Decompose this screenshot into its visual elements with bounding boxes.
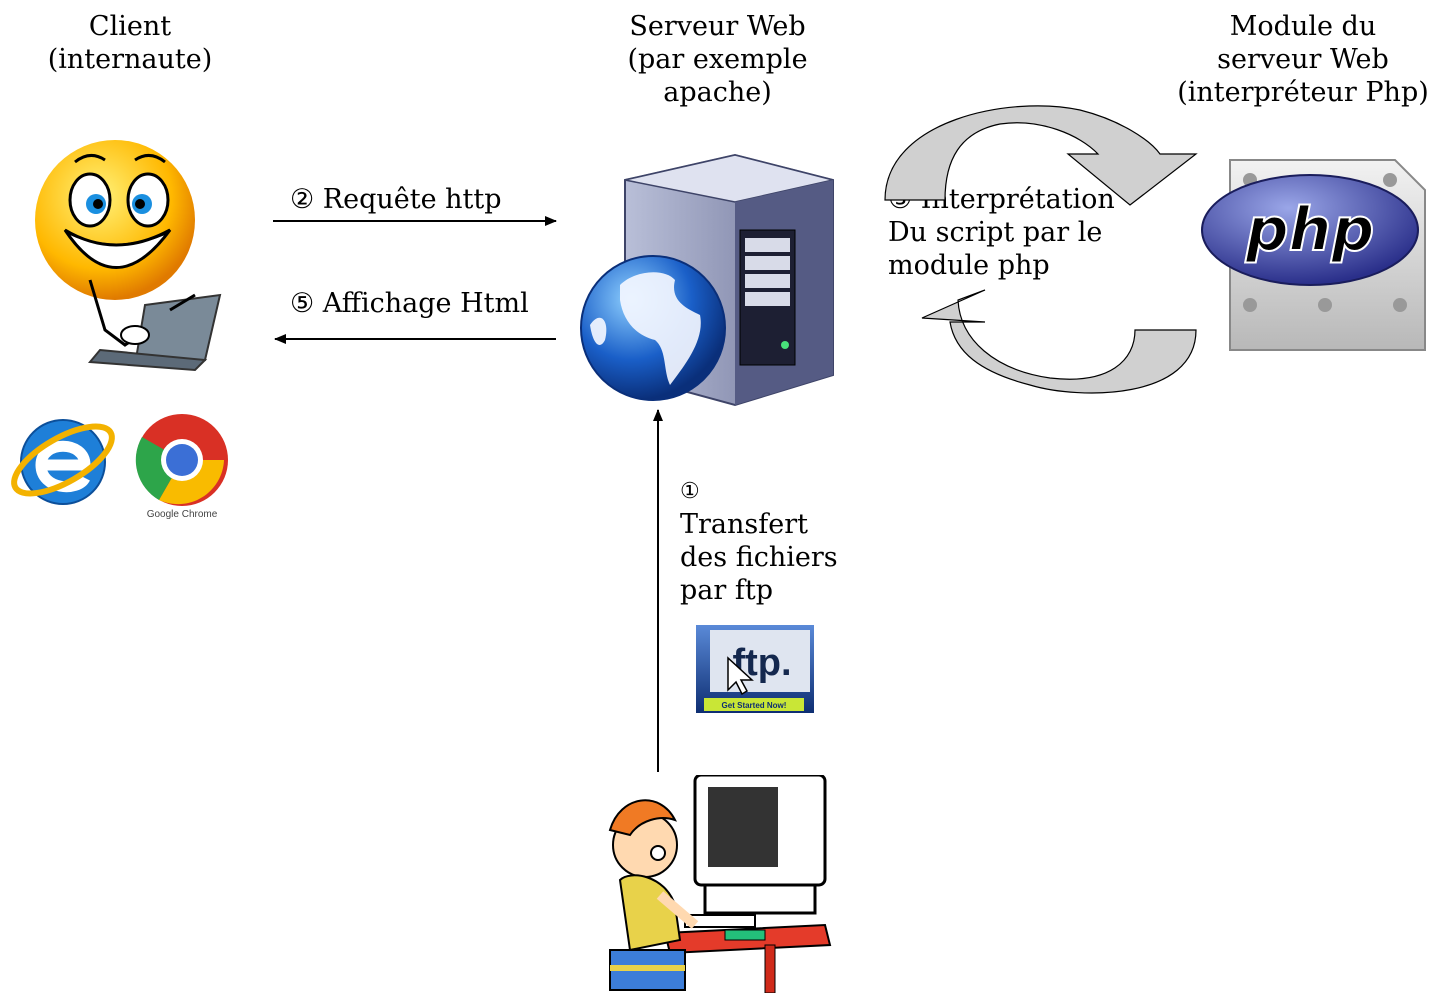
- chrome-caption: Google Chrome: [147, 509, 218, 520]
- php-module-icon: php: [1201, 159, 1426, 351]
- internet-explorer-icon: [11, 419, 115, 505]
- interpret-line: module php: [888, 250, 1050, 281]
- ftp-badge-icon: ftp. Get Started Now!: [696, 625, 814, 713]
- php-logo-text: php: [1245, 195, 1375, 265]
- client-title-line: (internaute): [47, 44, 213, 75]
- module-title-line: serveur Web: [1217, 44, 1389, 75]
- transfer-line: Transfert: [680, 509, 808, 540]
- display-label: ⑤ Affichage Html: [290, 288, 529, 319]
- developer-computer-icon: [608, 775, 832, 993]
- google-chrome-icon: Google Chrome: [135, 414, 228, 520]
- client-title: Client (internaute): [30, 10, 230, 76]
- server-title-line: apache): [663, 77, 772, 108]
- cycle-arrow-bottom: [921, 289, 1197, 394]
- ftp-button-text: Get Started Now!: [722, 701, 787, 710]
- module-title-line: (interpréteur Php): [1177, 77, 1429, 108]
- transfer-line: ①: [680, 479, 700, 504]
- interpret-line: Du script par le: [888, 217, 1103, 248]
- request-label: ② Requête http: [290, 184, 502, 215]
- client-title-line: Client: [88, 11, 172, 42]
- client-smiley-icon: [35, 140, 222, 372]
- server-title-line: (par exemple: [627, 44, 808, 75]
- server-icon: [580, 153, 834, 407]
- cycle-arrow-top: [884, 105, 1198, 206]
- transfer-line: par ftp: [680, 575, 773, 606]
- transfer-label: ① Transfert des fichiers par ftp: [680, 475, 838, 607]
- module-title-line: Module du: [1229, 11, 1377, 42]
- server-title: Serveur Web (par exemple apache): [600, 10, 835, 109]
- module-title: Module du serveur Web (interpréteur Php): [1172, 10, 1434, 109]
- server-title-line: Serveur Web: [629, 11, 806, 42]
- transfer-line: des fichiers: [680, 542, 838, 573]
